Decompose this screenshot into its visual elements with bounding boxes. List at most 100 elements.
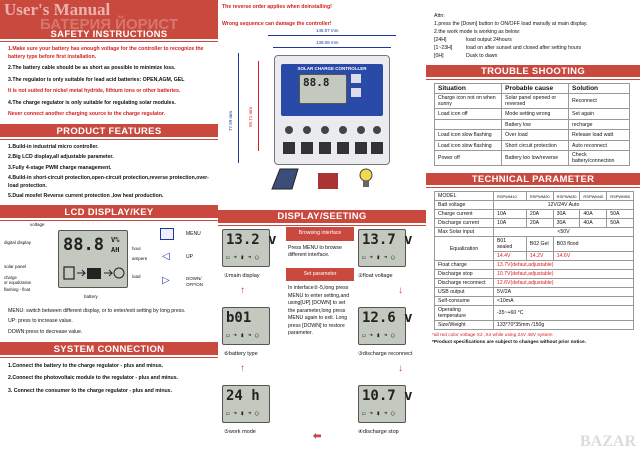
feature-item: 1.Build-in industrial micro controller. — [8, 143, 99, 150]
mode-row: [0H] Dusk to dawn — [434, 52, 640, 60]
system-title: SYSTEM CONNECTION — [0, 342, 218, 357]
table-cell: 20A — [525, 218, 554, 229]
table-cell: MODEL — [434, 191, 494, 202]
screen-caption: ①main display — [224, 273, 260, 279]
table-cell: Check battery/connection — [568, 150, 630, 167]
terminals — [283, 126, 383, 154]
screen-value: 13.7 v — [362, 232, 413, 248]
bulb-icon — [113, 267, 125, 279]
lcd-screen-4: 12.6 v▭ ➜ ▮ ➜ ◯ — [358, 307, 413, 345]
screen-value: 10.7 v — [362, 388, 413, 404]
table-row: Max Solar input<50V — [434, 227, 635, 238]
dim-4: 77.99 mm — [228, 110, 233, 131]
trouble-header: Probable cause — [501, 83, 570, 95]
table-cell: Batt voltage — [434, 200, 494, 211]
screen-caption: ④discharge stop — [358, 429, 399, 435]
system-item: 3. Connect the consumer to the charge re… — [8, 387, 173, 394]
left-column: User's Manual БАТЕРИЯ ЙОРИСТ SAFETY INST… — [0, 0, 218, 449]
top-banner: User's Manual БАТЕРИЯ ЙОРИСТ — [0, 0, 218, 30]
mode-key: [0H] — [434, 53, 444, 60]
system-item: 1.Connect the battery to the charge regu… — [8, 362, 164, 369]
table-cell: B03 flood — [552, 236, 635, 253]
table-cell: 30A — [552, 218, 581, 229]
safety-title: SAFETY INSTRUCTIONS — [0, 28, 218, 41]
table-cell: Reconnect — [568, 93, 630, 110]
table-cell: Discharge current — [434, 218, 494, 229]
trouble-header: Situation — [433, 83, 503, 95]
safety-item: It is not suited for nickel metal hydrid… — [8, 88, 181, 95]
mode-value: Dusk to dawn — [466, 53, 498, 60]
ghost-title: User's Manual — [4, 0, 111, 19]
table-cell: 30A — [552, 209, 581, 220]
feature-list: 1.Build-in industrial micro controller.2… — [0, 144, 218, 201]
usb-port-icon — [351, 88, 361, 97]
lcd-unit2: AH — [111, 245, 120, 254]
menu-key-icon — [160, 227, 174, 240]
arrow-right-icon — [104, 269, 114, 277]
table-cell: 50A — [606, 218, 634, 229]
dim-line-3 — [258, 61, 259, 151]
key-up: UP — [186, 253, 193, 260]
table-cell: 10.7V(defaut,adjustable) — [492, 269, 635, 280]
mode-key: [24H] — [434, 37, 447, 44]
table-cell: 10A — [492, 209, 527, 220]
table-cell: Discharge reconnect — [434, 278, 494, 289]
safety-item: Never connect another charging source to… — [8, 111, 166, 118]
safety-item: 2.The battery cable should be as short a… — [8, 65, 176, 72]
table-cell: Max Solar input — [434, 227, 494, 238]
arrow-down-icon: ↓ — [398, 285, 403, 296]
table-cell: Load icon off — [433, 108, 503, 120]
screen-icons: ▭ ➜ ▮ ➜ ◯ — [362, 410, 395, 417]
mode-list: [24H]load output 24hours[1~23H]load on a… — [434, 36, 640, 60]
dim-line-1 — [268, 35, 396, 36]
key-menu: MENU — [186, 230, 201, 237]
table-cell: 20A — [525, 209, 554, 220]
table-cell: 50A — [606, 209, 634, 220]
lcd-screen-3: b01▭ ➜ ▮ ➜ ◯ — [222, 307, 270, 345]
mode-value: load output 24hours — [466, 37, 512, 44]
table-cell: Equalization — [434, 236, 494, 262]
table-cell: -35~+60 °C — [492, 305, 635, 322]
browse-title: Browsing interface — [286, 227, 354, 241]
panel-title: SOLAR CHARGE CONTROLLER — [297, 66, 367, 71]
table-cell: <50V — [492, 227, 635, 238]
solar-module-icon — [271, 168, 299, 190]
setting-help: Browsing interface Press MENU to browse … — [286, 227, 354, 445]
attn-title: Attn: — [434, 13, 445, 19]
table-cell: RSPWM50 — [606, 191, 634, 202]
table-cell: 40A — [579, 218, 608, 229]
warn-2: Wrong sequence can damage the controller… — [222, 21, 332, 27]
table-cell — [433, 118, 503, 131]
safety-item: 4.The charge regulator is only suitable … — [8, 99, 176, 106]
safety-item: 3.The regulator is only suitable for lea… — [8, 76, 185, 83]
table-cell: RSPWM30 — [552, 191, 581, 202]
table-cell: Battery low — [501, 118, 570, 131]
trouble-title: TROUBLE SHOOTING — [426, 66, 640, 80]
screen-icons: ▭ ➜ ▮ ➜ ◯ — [362, 254, 395, 261]
table-row: Self-consume<10mA — [434, 296, 635, 307]
up-text: UP: press to increase value. — [8, 318, 73, 325]
lcd-icons — [63, 266, 125, 280]
technical-title: TECHNICAL PARAMETER — [426, 174, 640, 188]
screen-value: 24 h — [226, 388, 260, 404]
table-cell: Set again — [568, 108, 630, 120]
arrow-down-icon: ↓ — [398, 363, 403, 374]
table-cell: USB output — [434, 287, 494, 298]
screen-icons: ▭ ➜ ▮ ➜ ◯ — [226, 332, 259, 339]
right-column: Attn: 1.press the [Down] button to ON/OF… — [426, 0, 640, 449]
arrow-up-icon: ↑ — [240, 285, 245, 296]
table-cell: Solar panel opened or reversed — [501, 93, 570, 110]
ghost-subtitle: БАТЕРИЯ ЙОРИСТ — [40, 16, 179, 30]
system-list: 1.Connect the battery to the charge regu… — [0, 363, 218, 396]
